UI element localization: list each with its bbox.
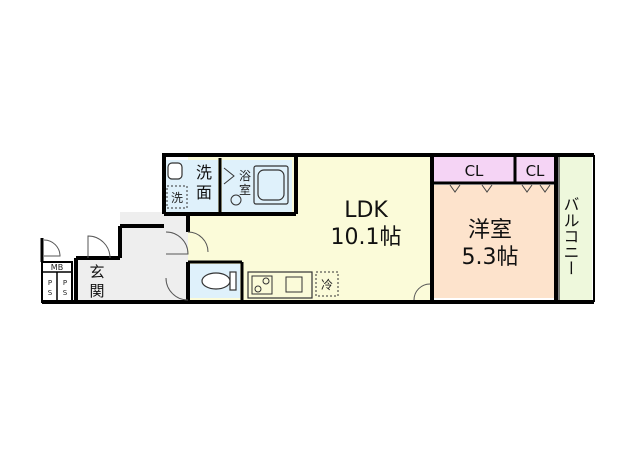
toilet-icon xyxy=(201,271,237,291)
walls xyxy=(40,153,595,304)
ps-2-line-2: S xyxy=(63,289,68,297)
balcony-area xyxy=(559,157,592,300)
western-room-area xyxy=(432,185,556,298)
ldk-name: LDK xyxy=(344,198,388,223)
closet-1-area xyxy=(434,157,514,182)
closet-2-area xyxy=(516,157,554,182)
meter-box-label: MB xyxy=(51,263,63,272)
bathroom-area xyxy=(222,160,292,212)
washer-label: 洗 xyxy=(171,191,183,205)
stove-icon xyxy=(251,275,273,295)
ps-2-line-1: P xyxy=(63,279,67,287)
washroom-label-2: 面 xyxy=(196,183,212,202)
ps-1-line-2: S xyxy=(48,289,53,297)
fridge-label: 冷 xyxy=(321,278,333,292)
closet-1-label: CL xyxy=(465,162,484,180)
entrance-area xyxy=(76,258,120,300)
closet-door-markers xyxy=(449,184,551,193)
kitchen-counter xyxy=(247,271,313,299)
closet-2-label: CL xyxy=(526,162,545,180)
ps-1-line-1: P xyxy=(48,279,52,287)
shower-fixture xyxy=(223,167,242,206)
western-room-name: 洋室 xyxy=(468,218,512,243)
door-swing-icon xyxy=(43,231,431,301)
kitchen-sink xyxy=(285,276,303,293)
washer-space xyxy=(166,185,188,209)
washroom-label-1: 洗 xyxy=(196,163,212,182)
ldk-size: 10.1帖 xyxy=(331,225,402,250)
balcony-label: バルコニー xyxy=(561,196,580,276)
sink-icon xyxy=(167,162,183,180)
western-room-size: 5.3帖 xyxy=(462,245,519,270)
bathroom-label-1: 浴 xyxy=(239,169,251,183)
bathtub-icon xyxy=(253,165,289,205)
bathroom-label-2: 室 xyxy=(239,182,251,197)
entrance-label-1: 玄 xyxy=(89,263,104,281)
entrance-label-2: 関 xyxy=(89,282,104,300)
fridge-space xyxy=(315,271,339,297)
